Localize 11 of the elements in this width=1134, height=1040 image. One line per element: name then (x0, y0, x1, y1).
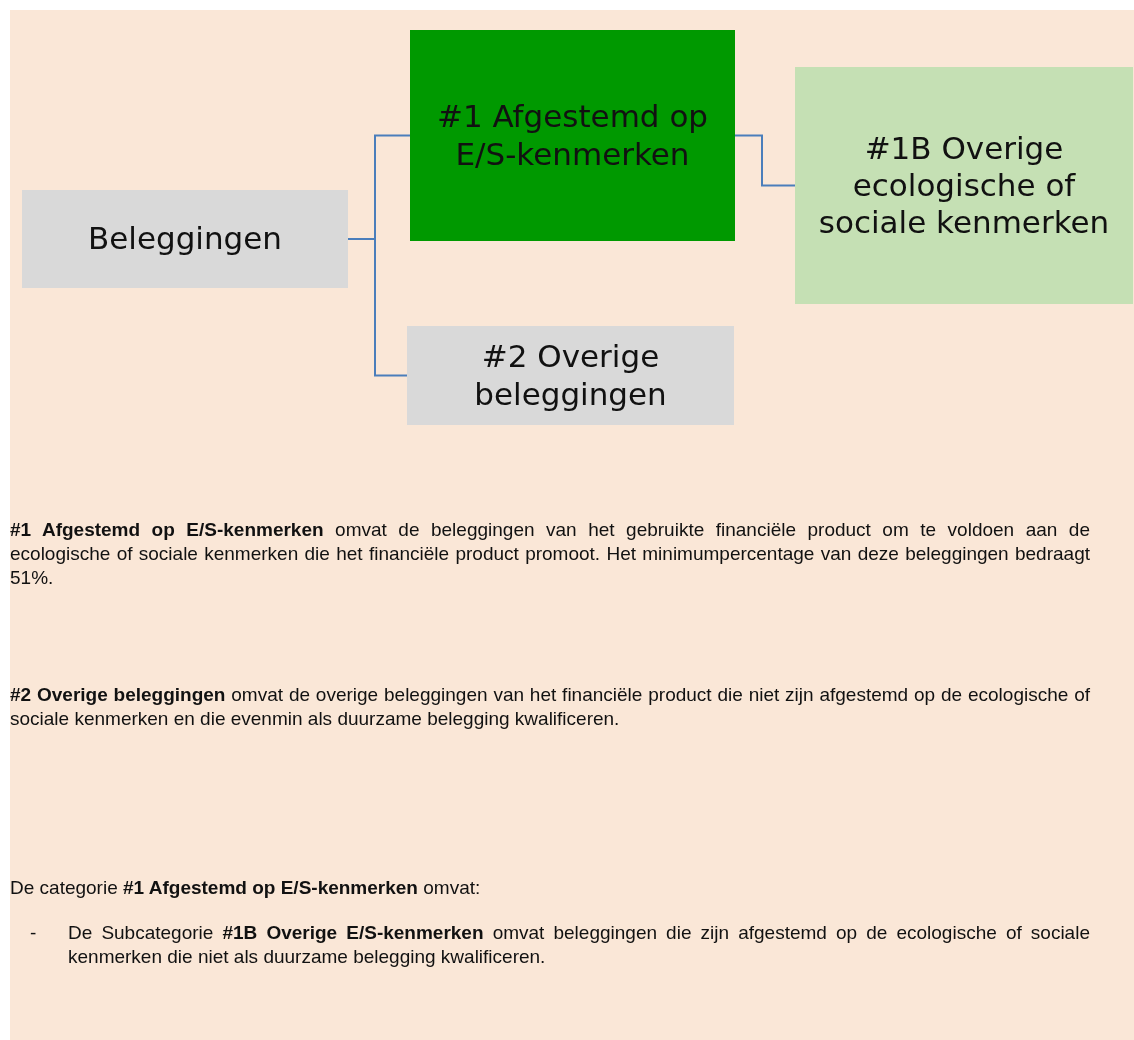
paragraph: De categorie #1 Afgestemd op E/S-kenmerken omvat: (10, 876, 482, 900)
paragraph: #2 Overige beleggingen omvat de overige beleggingen van het financiële product die niet zijn afgestemd op de ecologische of sociale kenmerken en die evenmin als duurzame belegging kwalificeren. (10, 683, 1090, 731)
list-dash: - (30, 921, 38, 945)
category-box: #2 Overige beleggingen (407, 326, 734, 425)
connector-line (347, 238, 408, 377)
category-box: Beleggingen (22, 190, 348, 288)
connector-line (734, 134, 796, 187)
subcategory-box: #1B Overige ecologische of sociale kenmerken (795, 67, 1133, 304)
paragraph: #1 Afgestemd op E/S-kenmerken omvat de beleggingen van het gebruikte financiële product om te voldoen aan de ecologische of sociale kenmerken die het financiële product promoot. Het minimumpercentage van deze beleggingen bedraagt 51%. (10, 518, 1090, 590)
list-item-text: De Subcategorie #1B Overige E/S-kenmerken omvat beleggingen die zijn afgestemd op de ecologische of sociale kenmerken die niet als duurzame belegging kwalificeren. (68, 921, 1090, 969)
category-box: #1 Afgestemd op E/S-kenmerken (410, 30, 735, 241)
